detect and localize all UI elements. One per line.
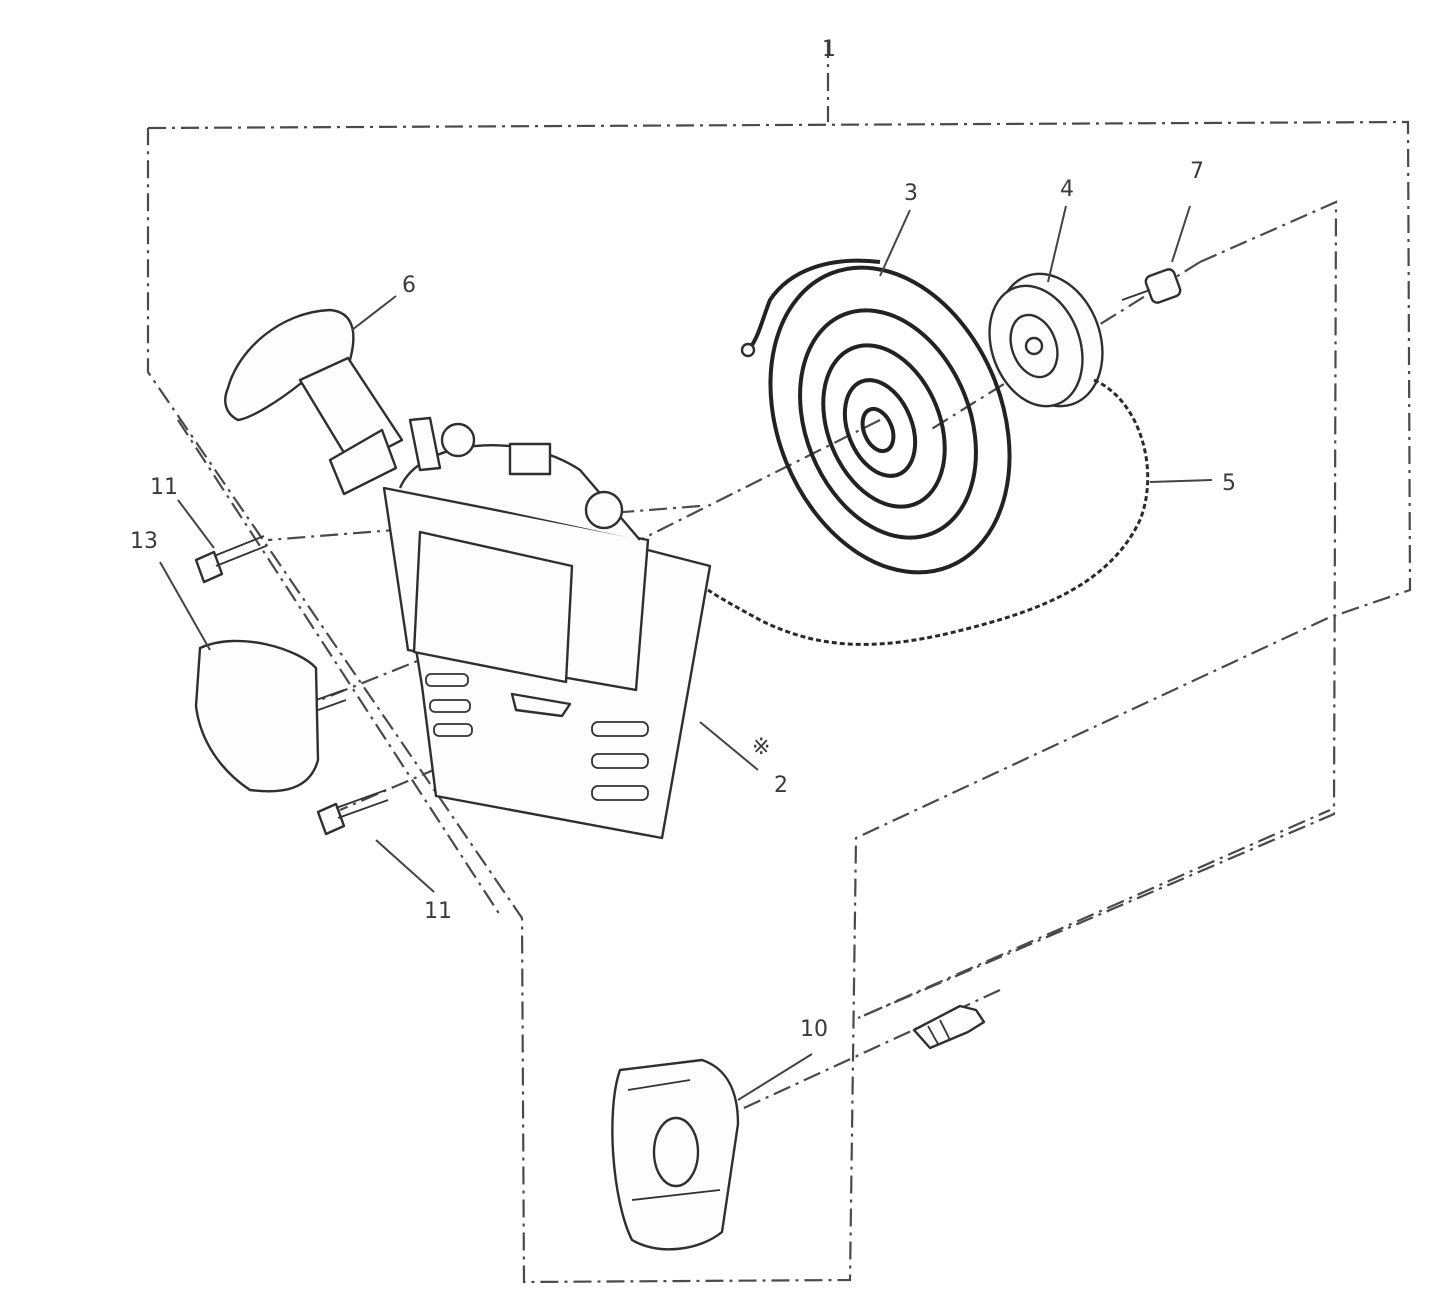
label-part-2: 2 [774,773,788,798]
label-part-13: 13 [130,529,158,554]
cap-bolt [912,1004,986,1050]
leader-lines [159,205,1213,1101]
part-labels: 1 6 3 4 7 5 ※ 2 11 13 11 10 [130,37,1236,1042]
label-part-7: 7 [1190,159,1204,184]
label-part-1: 1 [822,37,836,62]
pulley-bolt [1121,268,1182,304]
recoil-cap [611,1058,740,1251]
label-part-3: 3 [904,181,918,206]
label-part-11-upper: 11 [150,475,178,500]
label-part-4: 4 [1060,177,1074,202]
label-part-11-lower: 11 [424,899,452,924]
assembly-boundary [146,40,1412,1284]
starter-rope [707,378,1150,646]
cover-plate [194,639,320,793]
label-part-2-mark: ※ [752,735,770,760]
starter-handle [224,308,404,496]
label-part-10: 10 [800,1017,828,1042]
recoil-spring [740,258,1012,575]
label-part-5: 5 [1222,471,1236,496]
label-part-6: 6 [402,273,416,298]
pulley [988,272,1104,408]
screw-11-lower [316,789,389,836]
starter-housing [382,416,712,840]
screw-11-upper [194,535,267,584]
